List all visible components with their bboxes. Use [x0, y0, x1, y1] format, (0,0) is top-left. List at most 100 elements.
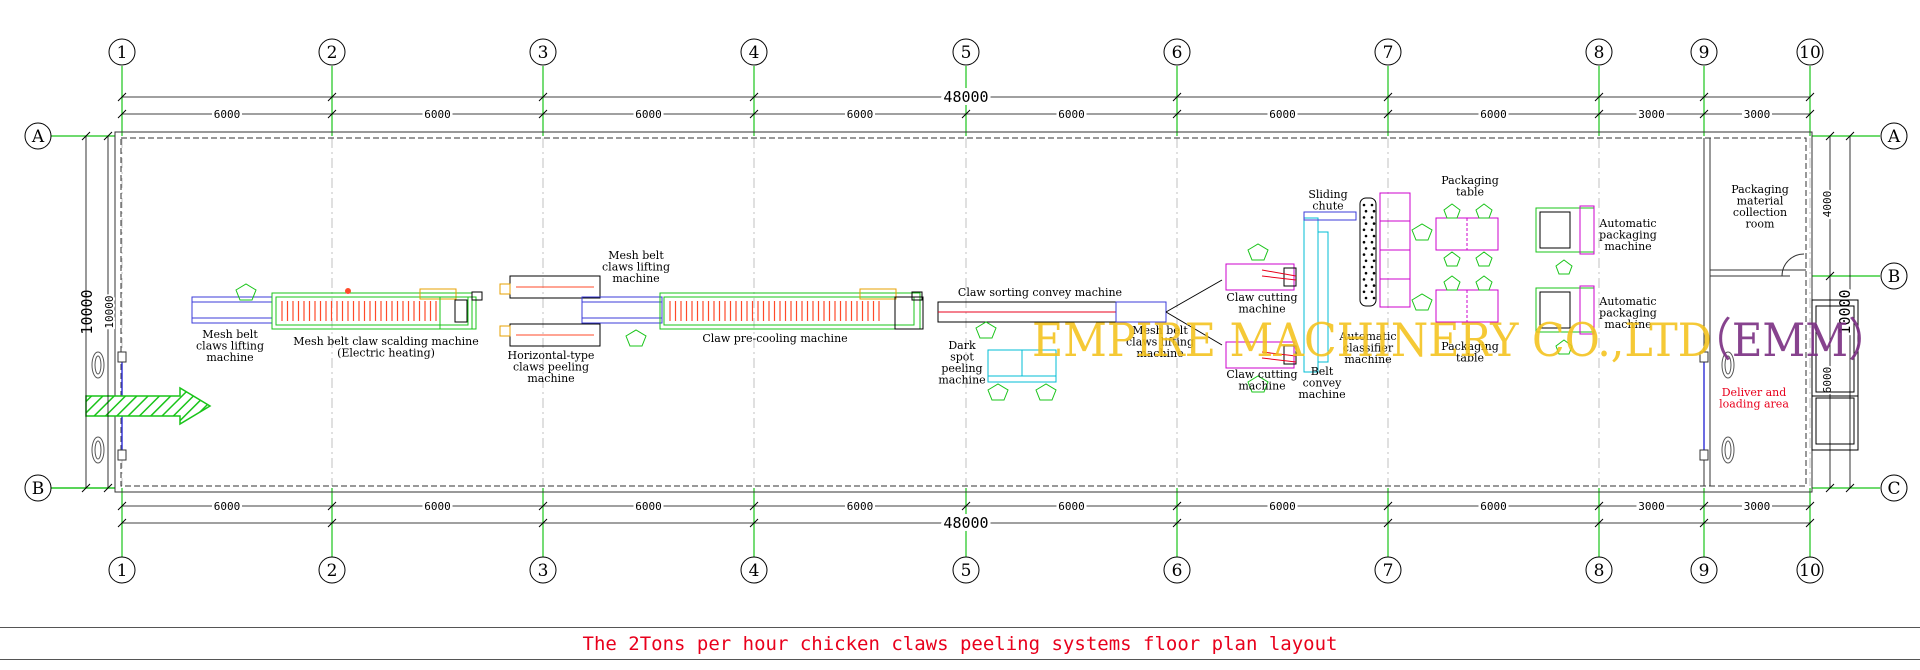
grid-col-label: 9 — [1699, 561, 1710, 581]
label-sorting: Claw sorting convey machine — [958, 286, 1122, 299]
grid-col-label: 8 — [1594, 561, 1605, 581]
dimension-span-top: 3000 — [1744, 108, 1771, 121]
label-precooling: Claw pre-cooling machine — [702, 332, 847, 345]
grid-bubble-col: 2 — [318, 556, 346, 584]
pre-cooling-machine — [659, 288, 924, 330]
grid-bubble-col: 9 — [1690, 38, 1718, 66]
grid-bubble-row: C — [1880, 474, 1908, 502]
dark-spot-peeling-tables — [975, 321, 1057, 401]
dimension-span-bottom: 3000 — [1744, 500, 1771, 513]
delivery-truck — [1811, 299, 1859, 451]
dimension-left-inner: 10000 — [103, 295, 116, 328]
title-bar — [0, 627, 1920, 660]
grid-col-label: 7 — [1383, 561, 1394, 581]
grid-row-label: A — [31, 127, 45, 147]
horizontal-peeling-machines — [499, 275, 601, 347]
grid-col-label: 6 — [1172, 43, 1183, 63]
grid-bubble-col: 1 — [108, 556, 136, 584]
grid-bubble-col: 6 — [1163, 38, 1191, 66]
dimension-right-total: 10000 — [1836, 289, 1854, 334]
dimension-span-top: 6000 — [635, 108, 662, 121]
grid-bubble-col: 10 — [1796, 556, 1824, 584]
grid-bubble-col: 7 — [1374, 556, 1402, 584]
grid-col-label: 4 — [749, 561, 760, 581]
grid-bubble-col: 4 — [740, 38, 768, 66]
dimension-span-top: 3000 — [1638, 108, 1665, 121]
scalding-machine — [271, 288, 483, 330]
grid-bubble-col: 8 — [1585, 556, 1613, 584]
dimension-span-top: 6000 — [214, 108, 241, 121]
grid-col-label: 1 — [117, 561, 128, 581]
grid-col-label: 2 — [327, 43, 338, 63]
drain-fittings — [91, 351, 1735, 464]
grid-row-label: B — [1888, 267, 1901, 287]
dimension-span-top: 6000 — [1480, 108, 1507, 121]
grid-col-label: 4 — [749, 43, 760, 63]
grid-col-label: 10 — [1799, 561, 1821, 581]
grid-row-label: B — [32, 479, 45, 499]
grid-col-label: 9 — [1699, 43, 1710, 63]
grid-bubble-col: 1 — [108, 38, 136, 66]
door-jambs — [117, 351, 1709, 461]
drawing-title: The 2Tons per hour chicken claws peeling… — [582, 633, 1338, 655]
grid-col-label: 2 — [327, 561, 338, 581]
grid-bubble-col: 6 — [1163, 556, 1191, 584]
dimension-span-bottom: 6000 — [424, 500, 451, 513]
automatic-classifier — [1359, 192, 1433, 311]
dimension-span-bottom: 6000 — [1058, 500, 1085, 513]
grid-col-label: 1 — [117, 43, 128, 63]
dimension-span-top: 6000 — [1058, 108, 1085, 121]
dimension-span-bottom: 6000 — [847, 500, 874, 513]
grid-bubble-row: B — [1880, 262, 1908, 290]
dimension-right-lower: 6000 — [1821, 367, 1834, 394]
watermark-brand: EMPIRE MACHINERY CO.,LTD — [1032, 313, 1712, 367]
dimension-span-top: 6000 — [424, 108, 451, 121]
dimension-ticks — [81, 92, 1855, 528]
grid-col-label: 3 — [538, 561, 549, 581]
automatic-packaging-machines — [1535, 205, 1595, 355]
dimension-lines — [85, 96, 1851, 524]
dimension-total-top: 48000 — [943, 88, 988, 106]
belt-convey-machine — [1303, 211, 1357, 373]
claw-sorting-conveyor — [937, 279, 1223, 346]
dimension-span-bottom: 6000 — [1480, 500, 1507, 513]
dimension-total-bottom: 48000 — [943, 514, 988, 532]
dimension-right-upper: 4000 — [1821, 191, 1834, 218]
claw-cutting-machines — [1225, 243, 1297, 393]
grid-bubble-col: 10 — [1796, 38, 1824, 66]
grid-bubble-col: 9 — [1690, 556, 1718, 584]
grid-col-label: 5 — [961, 561, 972, 581]
door-openings — [121, 362, 1705, 450]
grid-bubble-col: 5 — [952, 556, 980, 584]
grid-bubble-row: B — [24, 474, 52, 502]
grid-bubble-col: 7 — [1374, 38, 1402, 66]
watermark-abbr: （EMM） — [1690, 313, 1890, 367]
grid-bubble-col: 2 — [318, 38, 346, 66]
entrance-arrow — [85, 386, 212, 426]
dimension-span-bottom: 3000 — [1638, 500, 1665, 513]
grid-col-label: 3 — [538, 43, 549, 63]
grid-col-label: 5 — [961, 43, 972, 63]
grid-bubble-col: 4 — [740, 556, 768, 584]
grid-col-label: 6 — [1172, 561, 1183, 581]
dimension-span-top: 6000 — [847, 108, 874, 121]
mesh-belt-lifting-machine-2 — [581, 296, 663, 347]
grid-col-label: 7 — [1383, 43, 1394, 63]
grid-col-label: 8 — [1594, 43, 1605, 63]
